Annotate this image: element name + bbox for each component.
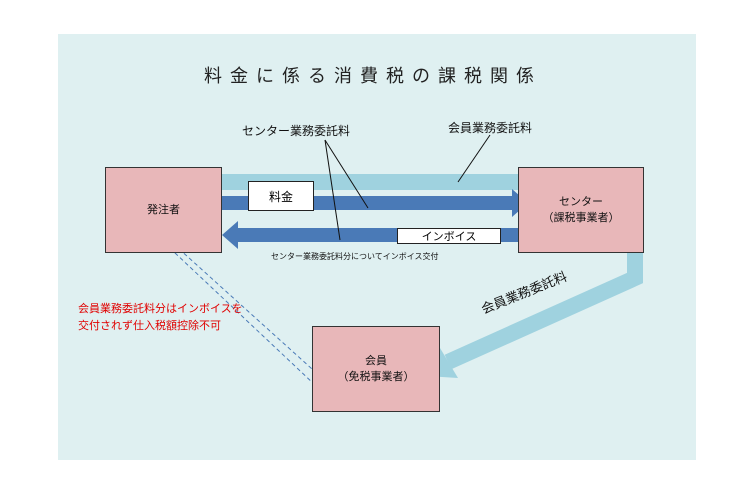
- member-label: 会員: [365, 354, 387, 367]
- red-note-line-1: 会員業務委託料分はインボイスを: [78, 302, 243, 315]
- member-fee-top-label: 会員業務委託料: [448, 121, 533, 135]
- red-note-line-2: 交付されず仕入税額控除不可: [78, 319, 221, 332]
- orderer-label: 発注者: [147, 203, 180, 216]
- diagram-title: 料金に係る消費税の課税関係: [204, 66, 542, 87]
- member-box: 会員 （免税事業者）: [312, 326, 440, 412]
- center-tax-status: （課税事業者）: [542, 211, 620, 224]
- center-fee-label: センター業務委託料: [242, 124, 351, 138]
- fee-label-box: 料金: [248, 181, 314, 211]
- invoice-issue-note: センター業務委託料分についてインボイス交付: [271, 252, 439, 261]
- callout-line-1: [324, 139, 369, 209]
- invoice-label: インボイス: [421, 230, 477, 243]
- callout-line-3: [457, 134, 491, 183]
- orderer-box: 発注者: [105, 167, 222, 253]
- member-tax-status: （免税事業者）: [337, 370, 415, 383]
- fee-label: 料金: [268, 189, 293, 204]
- red-warning-note: 会員業務委託料分はインボイスを 交付されず仕入税額控除不可: [78, 300, 243, 334]
- invoice-label-box: インボイス: [397, 228, 501, 244]
- callout-line-2: [324, 139, 341, 241]
- center-box: センター （課税事業者）: [518, 167, 644, 253]
- center-label: センター: [559, 195, 603, 208]
